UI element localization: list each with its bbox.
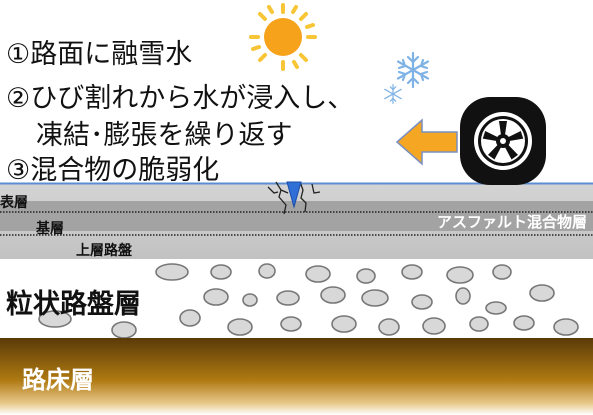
pebble <box>422 317 446 335</box>
pebble <box>305 265 331 283</box>
pebble <box>111 321 137 339</box>
snowflake-icon <box>384 51 430 104</box>
pebble <box>258 263 276 279</box>
pebble <box>38 310 72 328</box>
pebble <box>455 287 471 305</box>
pebble <box>331 315 357 333</box>
granular-base-label: 粒状路盤層 <box>6 289 141 320</box>
pebble <box>529 284 555 302</box>
pebble <box>492 264 512 280</box>
surface-layer-label: 表層 <box>0 195 28 211</box>
pebble <box>553 318 579 336</box>
pebble <box>356 268 376 284</box>
sun-icon <box>249 3 317 71</box>
tire-icon <box>460 97 546 185</box>
subgrade-label: 路床層 <box>22 366 94 394</box>
pebble <box>320 286 346 304</box>
pebble <box>513 315 535 331</box>
pebble <box>210 264 232 280</box>
step-3-text: ③混合物の脆弱化 <box>6 155 220 186</box>
pebble <box>446 266 474 284</box>
upper-base-label: 上層路盤 <box>76 243 132 259</box>
asphalt-mixture-label: アスファルト混合物層 <box>436 213 587 231</box>
pebble <box>242 293 258 307</box>
arrow-left-icon <box>395 118 458 166</box>
pebble <box>469 316 489 332</box>
step-2-continued-text: 凍結･膨張を繰り返す <box>36 120 293 151</box>
pebble <box>203 288 229 306</box>
pebble <box>155 263 189 281</box>
pebble <box>485 301 507 315</box>
water-drop-icon <box>286 181 302 209</box>
granular-pebbles <box>38 263 579 339</box>
pebble <box>280 316 302 332</box>
asphalt-dark-band <box>0 201 593 231</box>
crack-icon <box>267 181 321 215</box>
pebble <box>179 309 201 327</box>
step-2-text: ②ひび割れから水が浸入し、 <box>6 83 355 114</box>
step-1-text: ①路面に融雪水 <box>6 39 193 70</box>
pebble <box>401 264 423 280</box>
pebble <box>361 289 389 307</box>
pebble <box>411 294 433 310</box>
pebble <box>276 290 300 306</box>
subgrade-layer <box>0 338 593 415</box>
base-layer-label: 基層 <box>36 221 64 237</box>
pebble <box>227 318 253 336</box>
pebble <box>378 318 400 336</box>
